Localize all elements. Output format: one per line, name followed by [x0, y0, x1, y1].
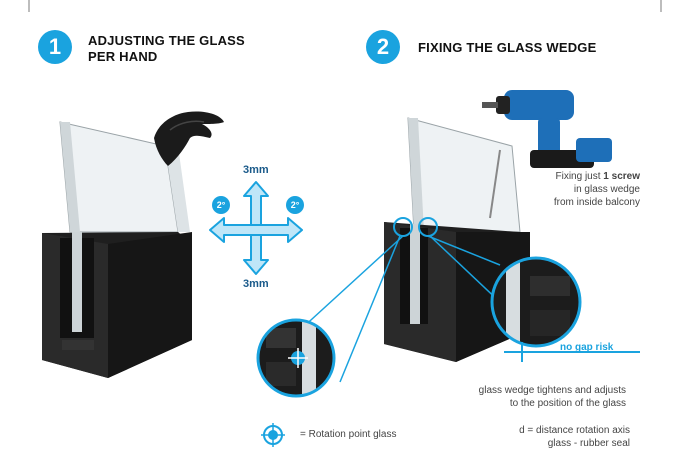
adjust-arrows-icon — [209, 181, 303, 275]
up-measure: 3mm — [243, 164, 269, 176]
step-1-title: ADJUSTING THE GLASS PER HAND — [88, 33, 245, 64]
step-2-badge: 2 — [366, 30, 400, 64]
legend-distance-text: d = distance rotation axis glass - rubbe… — [519, 425, 630, 449]
step-2-title: FIXING THE GLASS WEDGE — [418, 40, 597, 55]
step-1-badge: 1 — [38, 30, 72, 64]
right-angle-badge: 2° — [286, 196, 304, 214]
zoom-detail-left — [256, 318, 336, 398]
rotation-point-icon — [261, 423, 285, 447]
glove-icon — [154, 111, 224, 166]
legend-rotation-text: = Rotation point glass — [300, 429, 397, 440]
left-angle-badge: 2° — [212, 196, 230, 214]
no-gap-label: no gap risk — [560, 342, 614, 353]
screw-note: Fixing just 1 screw in glass wedge from … — [553, 171, 640, 208]
frame-mark-right — [660, 0, 662, 12]
no-gap-marker — [504, 342, 640, 362]
wedge-note: glass wedge tightens and adjusts to the … — [478, 385, 626, 409]
drill-icon — [482, 90, 612, 168]
frame-mark-left — [28, 0, 30, 12]
down-measure: 3mm — [243, 278, 269, 290]
zoom-detail-right — [490, 256, 582, 348]
